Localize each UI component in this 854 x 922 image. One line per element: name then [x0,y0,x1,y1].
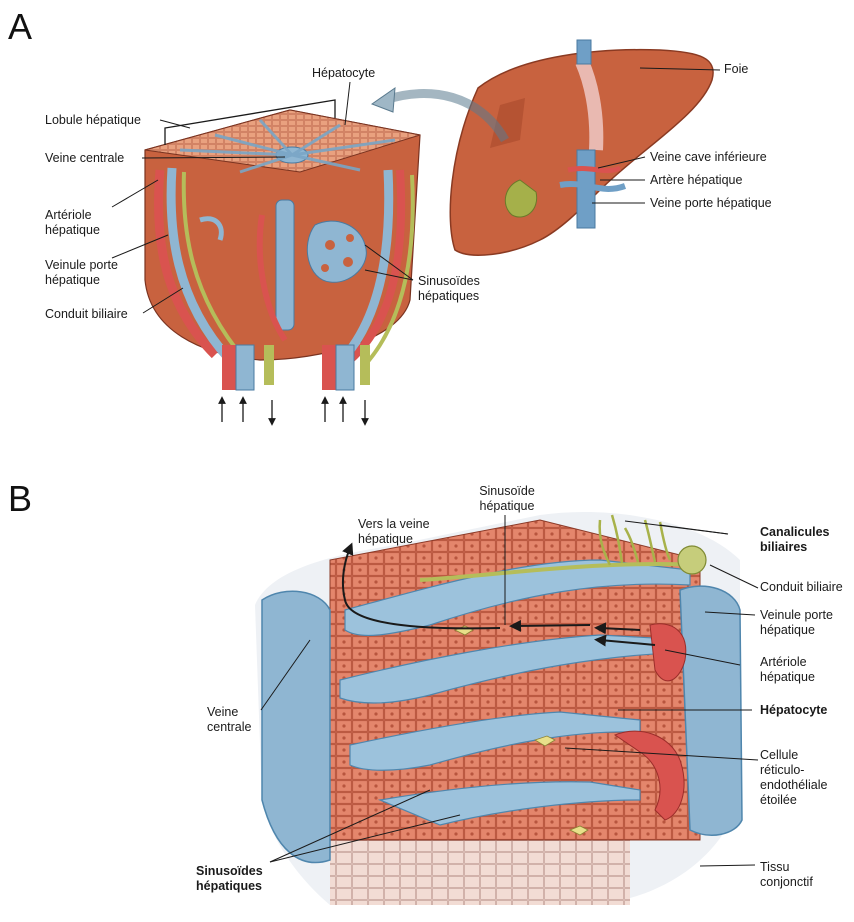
label-b-arteriole-line2: hépatique [760,670,815,685]
label-b-conduit: Conduit biliaire [760,580,843,595]
panel-letter-a: A [8,6,32,48]
label-b-cellule-line4: étoilée [760,793,797,808]
label-a-conduit: Conduit biliaire [45,307,128,322]
label-b-hepatocyte: Hépatocyte [760,703,827,718]
label-a-veinule-line2: hépatique [45,273,100,288]
label-a-veine-porte: Veine porte hépatique [650,196,772,211]
label-b-sinusoides-line2: hépatiques [196,879,262,894]
label-a-arteriole-line2: hépatique [45,223,100,238]
lobule-block [145,110,420,390]
label-b-sinusoides-line1: Sinusoïdes [196,864,263,879]
label-b-cellule-line2: réticulo- [760,763,804,778]
label-a-veinule-line1: Veinule porte [45,258,118,273]
label-b-vers-line1: Vers la veine [358,517,430,532]
label-a-sinusoides-line2: hépatiques [418,289,479,304]
label-b-arteriole-line1: Artériole [760,655,807,670]
liver-organ [450,40,713,255]
label-b-veinule-line1: Veinule porte [760,608,833,623]
label-a-artere-hepatique: Artère hépatique [650,173,742,188]
label-b-tissu-line2: conjonctif [760,875,813,890]
label-a-hepatocyte: Hépatocyte [312,66,375,81]
flow-arrows [222,400,365,422]
label-b-veine-centrale-line2: centrale [207,720,251,735]
label-b-vers-line2: hépatique [358,532,413,547]
label-a-foie: Foie [724,62,748,77]
label-b-canalicules-line2: biliaires [760,540,807,555]
panel-letter-b: B [8,478,32,520]
label-a-lobule: Lobule hépatique [45,113,141,128]
label-b-cellule-line3: endothéliale [760,778,827,793]
label-b-veine-centrale-line1: Veine [207,705,238,720]
label-b-veinule-line2: hépatique [760,623,815,638]
label-b-tissu-line1: Tissu [760,860,789,875]
label-b-sinusoide-line1: Sinusoïde [472,484,542,499]
label-a-arteriole-line1: Artériole [45,208,92,223]
label-b-sinusoide-line2: hépatique [472,499,542,514]
label-b-canalicules-line1: Canalicules [760,525,829,540]
label-a-veine-centrale: Veine centrale [45,151,124,166]
sinusoid-block [255,512,742,905]
label-a-veine-cave: Veine cave inférieure [650,150,767,165]
label-a-sinusoides-line1: Sinusoïdes [418,274,480,289]
label-b-cellule-line1: Cellule [760,748,798,763]
